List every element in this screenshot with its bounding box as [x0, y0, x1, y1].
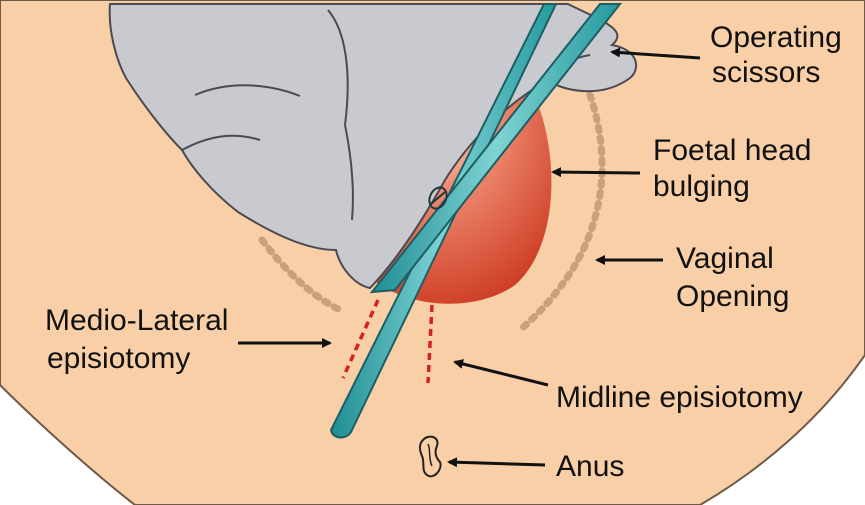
- label-foetal-head-line2: bulging: [653, 170, 750, 203]
- label-medio-lateral-line1: Medio-Lateral: [45, 304, 228, 337]
- label-vaginal-opening-line2: Opening: [676, 280, 789, 313]
- label-operating-scissors-line1: Operating: [710, 21, 842, 54]
- label-operating-scissors-line2: scissors: [712, 56, 820, 89]
- label-foetal-head-line1: Foetal head: [653, 134, 811, 167]
- label-medio-lateral-line2: episiotomy: [47, 342, 190, 375]
- label-midline-episiotomy: Midline episiotomy: [556, 381, 803, 414]
- label-anus: Anus: [556, 450, 624, 483]
- arrow-foetal-head: [553, 172, 640, 173]
- label-vaginal-opening-line1: Vaginal: [676, 242, 774, 275]
